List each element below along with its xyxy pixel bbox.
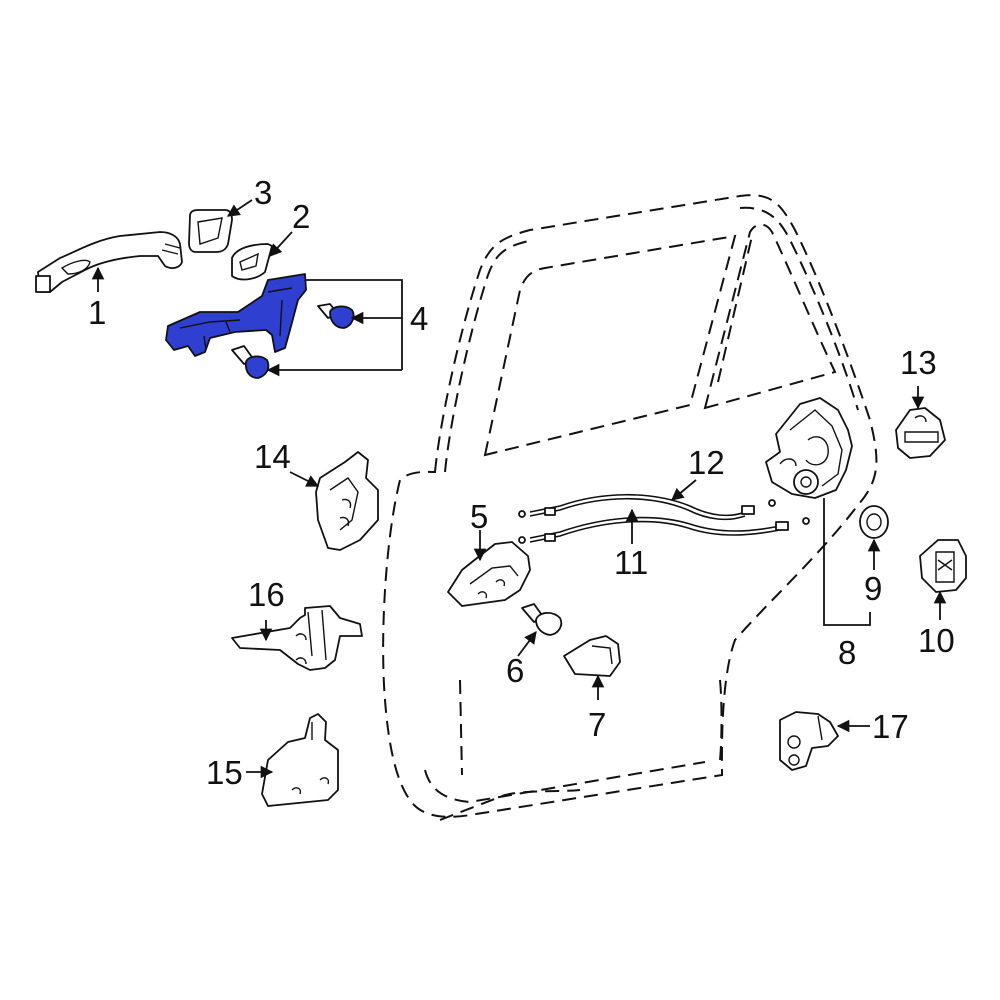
callout-17: 17 [872,708,909,745]
callout-14: 14 [254,438,291,475]
part-15-hinge-lower [261,713,339,807]
part-4-handle-frame [165,273,307,357]
callout-labels: 1 2 3 4 5 6 7 8 9 10 11 12 13 14 15 16 1… [88,174,955,791]
callout-6: 6 [506,652,524,689]
part-4-bolt-upper [317,303,355,329]
leader-4-bracket [305,279,403,370]
part-8-door-lock-assembly [765,397,853,499]
callout-15: 15 [206,754,243,791]
leader-6 [517,630,537,657]
callout-2: 2 [292,198,310,235]
part-7-inside-handle [563,635,621,677]
part-12-cable [518,493,776,521]
callout-4: 4 [410,300,428,337]
callout-11: 11 [614,544,648,581]
part-4-bolt-lower [231,345,270,379]
callout-16: 16 [248,576,285,613]
callout-12: 12 [688,444,725,481]
callout-9: 9 [864,570,882,607]
leader-8-bracket [823,498,871,626]
part-16-check-strap [231,605,363,671]
leader-lines [91,199,947,779]
part-13-striker [895,407,946,459]
part-11-cable [518,516,810,544]
part-5-lock-cover [447,541,531,607]
callout-8: 8 [838,634,856,671]
leader-14 [289,471,320,487]
part-14-hinge-upper [315,451,379,551]
leader-12 [671,479,697,501]
part-1-outside-handle [35,231,183,293]
callout-10: 10 [918,622,955,659]
callout-5: 5 [470,498,488,535]
callout-3: 3 [254,174,272,211]
leader-2 [269,231,293,257]
part-3-handle-pad [188,209,233,253]
part-2-handle-gasket [231,243,273,281]
leader-3 [226,199,253,217]
door-outline [382,194,878,821]
part-10-bumper [919,539,967,593]
callout-7: 7 [588,706,606,743]
part-6-bolt [521,603,563,636]
callout-1: 1 [88,294,106,331]
part-17-switch [779,711,839,771]
part-9-grommet [859,505,889,539]
callout-13: 13 [900,344,937,381]
